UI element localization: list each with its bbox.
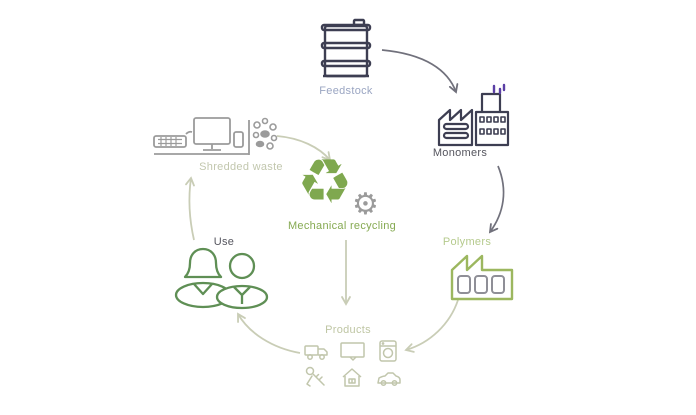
car-icon: [377, 372, 401, 386]
monomers-label: Monomers: [432, 147, 488, 159]
chemical-plant-icon: [437, 83, 510, 147]
shredded-waste-label: Shredded waste: [199, 161, 283, 173]
node-monomers: [436, 83, 514, 153]
arrow-shredded-waste-to-recycling: [276, 135, 332, 162]
two-people-icon: [174, 247, 269, 310]
products-label: Products: [325, 324, 371, 336]
mechanical-recycling-label: Mechanical recycling: [287, 220, 397, 232]
arrow-products-to-use: [237, 312, 301, 354]
arrow-use-to-shredded-waste: [185, 176, 195, 241]
recycle-icon: ♻: [297, 148, 353, 217]
node-feedstock: [318, 18, 374, 85]
node-polymers: [449, 248, 515, 307]
product-icons: [303, 340, 403, 388]
tv-icon: [340, 342, 365, 361]
oil-barrel-icon: [320, 18, 372, 78]
node-use: [172, 244, 272, 313]
gear-icon: ⚙: [352, 188, 379, 221]
arrow-monomers-to-polymers: [488, 165, 505, 234]
washing-machine-icon: [379, 340, 397, 362]
house-icon: [342, 368, 362, 387]
feedstock-label: Feedstock: [319, 85, 373, 97]
use-label: Use: [213, 236, 235, 248]
arrow-feedstock-to-monomers: [381, 49, 459, 94]
shredded-electronics-icon: [153, 117, 278, 155]
node-shredded-waste: [152, 114, 280, 163]
truck-icon: [304, 345, 328, 360]
arrow-polymers-to-products: [404, 299, 459, 353]
keys-icon: [305, 366, 325, 387]
factory-icon: [450, 254, 514, 301]
polymers-label: Polymers: [442, 236, 492, 248]
